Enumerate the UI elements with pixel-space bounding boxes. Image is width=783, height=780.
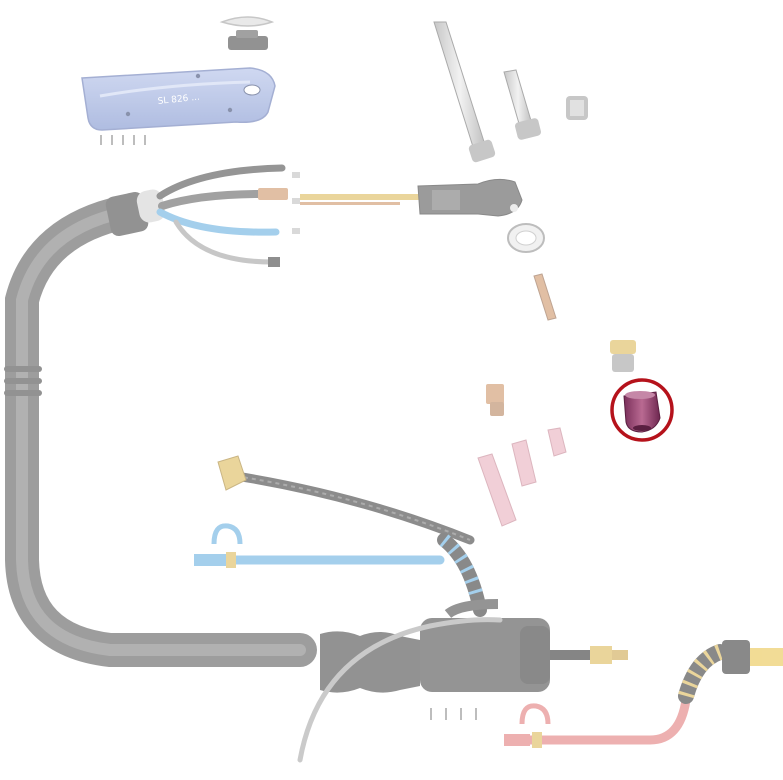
back-cap-long[interactable] <box>433 21 496 163</box>
ceramic-nozzle-small[interactable] <box>547 427 567 457</box>
handle-top-oring[interactable] <box>219 16 275 27</box>
handle-end-cap[interactable] <box>228 30 268 50</box>
gas-return-hose[interactable] <box>504 695 691 748</box>
connector-screws[interactable] <box>430 708 477 720</box>
gas-lens-collet-body[interactable] <box>610 340 636 372</box>
torch-handle[interactable]: SL 826 ... <box>81 67 276 131</box>
gas-hose[interactable] <box>217 455 475 545</box>
spiral-guard[interactable] <box>437 533 487 617</box>
handle-screws[interactable] <box>100 135 146 145</box>
handle-label: SL 826 ... <box>157 93 200 107</box>
main-cable[interactable] <box>4 195 317 667</box>
connector-housing[interactable] <box>320 599 550 693</box>
back-cap-medium[interactable] <box>503 69 542 141</box>
ceramic-nozzle-medium[interactable] <box>511 439 537 487</box>
gas-connector-right[interactable] <box>678 640 783 704</box>
internal-leads[interactable] <box>156 164 300 267</box>
collet[interactable] <box>533 273 557 321</box>
control-cable[interactable] <box>297 617 503 763</box>
ceramic-nozzle-long[interactable] <box>477 453 517 527</box>
water-hose[interactable] <box>194 523 445 568</box>
collet-body[interactable] <box>486 384 504 416</box>
torch-body[interactable] <box>300 178 523 217</box>
highlighted-part-gas-lens-nozzle[interactable] <box>610 378 674 442</box>
heat-shield-ring[interactable] <box>507 223 545 253</box>
back-cap-short[interactable] <box>566 96 588 120</box>
power-connector[interactable] <box>550 646 628 664</box>
